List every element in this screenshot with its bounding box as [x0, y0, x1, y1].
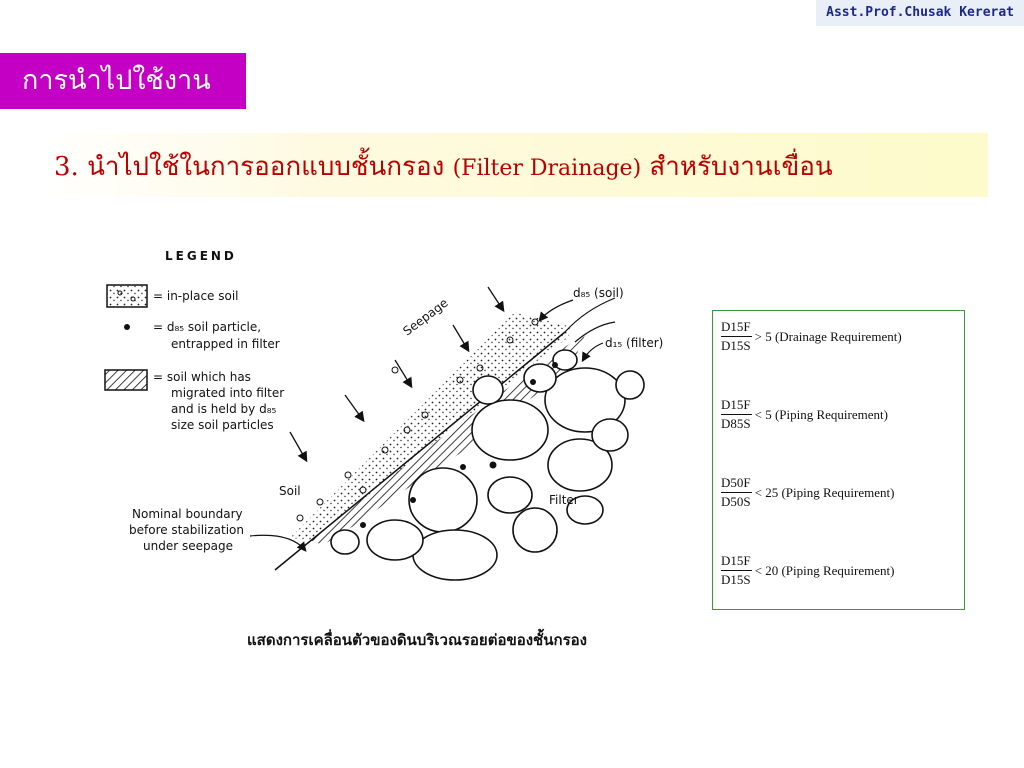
legend-item-3-line-1: = soil which has: [153, 370, 251, 384]
legend-item-3-line-2: migrated into filter: [171, 386, 284, 400]
criterion-2-numerator: D15F: [721, 397, 752, 415]
criterion-4-text: < 20 (Piping Requirement): [754, 562, 895, 578]
legend-item-1-line-1: = in-place soil: [153, 289, 239, 303]
seepage-arrows: [289, 286, 505, 463]
seepage-label: Seepage: [400, 296, 450, 339]
legend-item-2-line-2: entrapped in filter: [171, 337, 280, 351]
section-tag: การนำไปใช้งาน: [0, 53, 246, 109]
heading-number: 3.: [54, 152, 79, 182]
legend-item-3-line-4: size soil particles: [171, 418, 274, 432]
heading-highlight: [40, 133, 988, 197]
criterion-2-denominator: D85S: [721, 416, 751, 431]
heading-thai-part-2: สำหรับงานเขื่อน: [641, 152, 833, 182]
d15-filter-label: d₁₅ (filter): [605, 336, 663, 350]
soil-label: Soil: [279, 484, 301, 498]
legend-particle-dot: [124, 324, 130, 330]
filter-diagram: LEGEND = in-place soil = d₈₅ soil partic…: [104, 249, 663, 649]
legend-migrated-soil-swatch: [104, 369, 148, 391]
criterion-3-text: < 25 (Piping Requirement): [754, 484, 895, 500]
soil-layer: [290, 312, 575, 540]
criterion-3-denominator: D50S: [721, 494, 751, 509]
nominal-boundary-line: [274, 331, 566, 571]
filter-label: Filter: [549, 493, 579, 507]
author-credit: Asst.Prof.Chusak Kererat: [816, 0, 1024, 26]
diagram-caption: แสดงการเคลื่อนตัวของดินบริเวณรอยต่อของชั…: [247, 628, 587, 649]
legend-item-2-line-1: = d₈₅ soil particle,: [153, 320, 261, 334]
criterion-1-text: > 5 (Drainage Requirement): [754, 328, 902, 344]
criterion-4-denominator: D15S: [721, 572, 751, 587]
slide-heading: 3. นำไปใช้ในการออกแบบชั้นกรอง (Filter Dr…: [54, 146, 833, 187]
legend-title: LEGEND: [165, 249, 237, 263]
migrated-soil-zone: [310, 335, 585, 545]
criterion-1-numerator: D15F: [721, 319, 752, 337]
boundary-label-line-1: Nominal boundary: [132, 507, 243, 521]
legend-in-place-soil-swatch: [106, 284, 148, 308]
criterion-4-numerator: D15F: [721, 553, 752, 571]
filter-gravel: [330, 349, 645, 581]
criterion-2-text: < 5 (Piping Requirement): [754, 406, 888, 422]
legend-item-3-line-3: and is held by d₈₅: [171, 402, 277, 416]
criterion-3-numerator: D50F: [721, 475, 752, 493]
boundary-label-line-2: before stabilization: [129, 523, 244, 537]
heading-english: (Filter Drainage): [452, 156, 642, 181]
d85-soil-label: d₈₅ (soil): [573, 286, 624, 300]
boundary-label-line-3: under seepage: [143, 539, 233, 553]
heading-thai-part-1: นำไปใช้ในการออกแบบชั้นกรอง: [78, 152, 453, 182]
criterion-1-denominator: D15S: [721, 338, 751, 353]
